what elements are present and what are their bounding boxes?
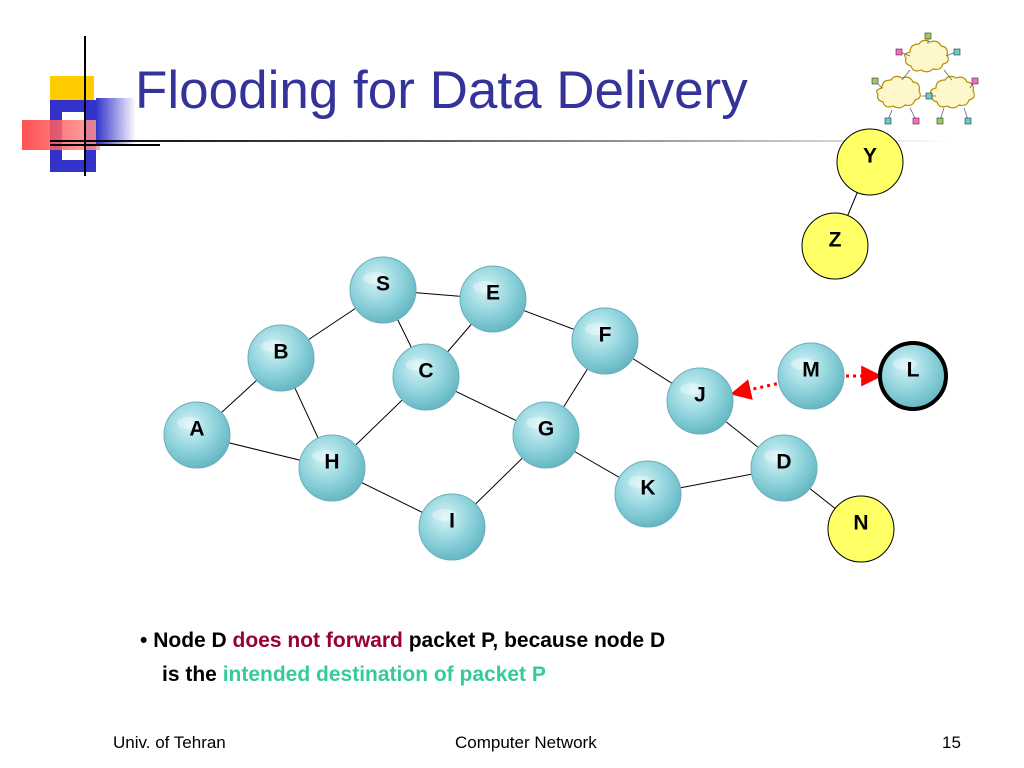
node-highlight-L: [893, 358, 917, 370]
node-label-D: D: [776, 451, 791, 474]
node-label-C: C: [418, 360, 433, 383]
node-circle-E: [459, 265, 527, 333]
node-M: M: [777, 342, 845, 410]
node-highlight-K: [628, 476, 652, 488]
node-circle-A: [163, 401, 231, 469]
node-highlight-D: [764, 450, 788, 462]
footer-page-number: 15: [942, 733, 961, 752]
node-label-N: N: [853, 512, 868, 535]
node-label-Z: Z: [829, 229, 842, 252]
bullet-part3: packet P, because node D: [402, 629, 666, 652]
footer-university: Univ. of Tehran: [113, 733, 226, 752]
node-label-H: H: [324, 451, 339, 474]
node-highlight-F: [585, 323, 609, 335]
node-highlight-H: [312, 450, 336, 462]
node-L: L: [878, 341, 948, 411]
node-highlight-C: [406, 359, 430, 371]
network-clouds-icon: [871, 32, 979, 125]
deco-horizontal-line: [50, 144, 160, 146]
node-circle-J: [666, 367, 734, 435]
node-circle-N: [827, 495, 895, 563]
node-label-J: J: [694, 384, 706, 407]
node-Z: Z: [801, 212, 869, 280]
node-circle-H: [298, 434, 366, 502]
node-label-K: K: [640, 477, 655, 500]
bullet-part1: Node D: [153, 629, 233, 652]
node-circle-Z: [801, 212, 869, 280]
node-C: C: [392, 343, 460, 411]
node-highlight-I: [432, 509, 456, 521]
node-B: B: [247, 324, 315, 392]
node-circle-M: [777, 342, 845, 410]
node-D: D: [750, 434, 818, 502]
node-highlight-J: [680, 383, 704, 395]
node-label-F: F: [599, 324, 612, 347]
node-label-I: I: [449, 510, 455, 533]
dotted-arrow-M-to-J: [730, 379, 778, 400]
node-highlight-M: [791, 358, 815, 370]
deco-vertical-line: [84, 36, 86, 176]
footer-course: Computer Network: [455, 733, 597, 752]
node-label-B: B: [273, 341, 288, 364]
node-H: H: [298, 434, 366, 502]
node-label-G: G: [538, 418, 554, 441]
node-circle-D: [750, 434, 818, 502]
node-label-L: L: [907, 359, 920, 382]
node-Y: Y: [836, 128, 904, 196]
node-circle-C: [392, 343, 460, 411]
deco-blue-gradient-bar: [96, 98, 136, 144]
title-underline: [50, 140, 950, 142]
node-circle-S: [349, 256, 417, 324]
node-circle-K: [614, 460, 682, 528]
node-G: G: [512, 401, 580, 469]
node-label-S: S: [376, 273, 390, 296]
node-circle-I: [418, 493, 486, 561]
node-circle-Y: [836, 128, 904, 196]
node-highlight-A: [177, 417, 201, 429]
page-title: Flooding for Data Delivery: [135, 61, 748, 120]
bullet-line2-part1: is the: [162, 663, 223, 686]
bullet-emphasis-red: does not forward: [232, 629, 403, 652]
node-N: N: [827, 495, 895, 563]
node-circle-G: [512, 401, 580, 469]
node-highlight-G: [526, 417, 550, 429]
node-J: J: [666, 367, 734, 435]
node-highlight-B: [261, 340, 285, 352]
node-label-Y: Y: [863, 145, 877, 168]
node-label-M: M: [802, 359, 820, 382]
node-label-A: A: [189, 418, 204, 441]
bullet-line2: is the intended destination of packet P: [140, 658, 665, 692]
node-highlight-E: [473, 281, 497, 293]
bullet-text: • Node D does not forward packet P, beca…: [140, 624, 665, 692]
node-circle-F: [571, 307, 639, 375]
node-F: F: [571, 307, 639, 375]
node-E: E: [459, 265, 527, 333]
node-label-E: E: [486, 282, 500, 305]
node-circle-B: [247, 324, 315, 392]
bullet-marker: •: [140, 629, 148, 652]
node-A: A: [163, 401, 231, 469]
node-highlight-S: [363, 272, 387, 284]
node-S: S: [349, 256, 417, 324]
node-K: K: [614, 460, 682, 528]
bullet-emphasis-green: intended destination of packet P: [222, 663, 546, 686]
node-I: I: [418, 493, 486, 561]
node-circle-L: [878, 341, 948, 411]
